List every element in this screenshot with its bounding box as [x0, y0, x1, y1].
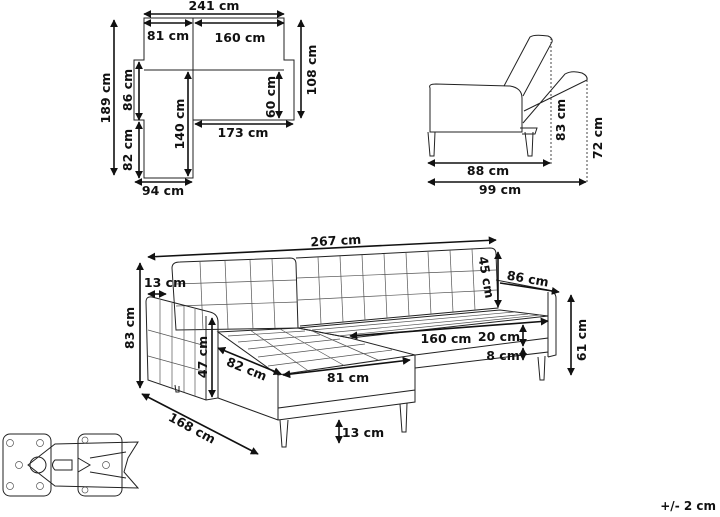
side-seat-depth-label: 88 cm — [467, 163, 509, 178]
persp-side-depth-label: 86 cm — [506, 268, 550, 290]
side-reclined-height-label: 72 cm — [590, 117, 605, 159]
top-armrest-depth-label: 86 cm — [120, 69, 135, 111]
perspective-sofa-diagram — [136, 236, 575, 455]
top-main-seat-width-label: 160 cm — [215, 30, 266, 45]
persp-seat-width-label: 160 cm — [421, 331, 472, 346]
top-view-diagram — [110, 10, 305, 186]
top-seat-depth-label: 60 cm — [263, 76, 278, 118]
top-chaise-ext-depth-label: 82 cm — [120, 129, 135, 171]
side-upright-height-label: 83 cm — [553, 99, 568, 141]
persp-cushion-height-label: 20 cm — [478, 329, 520, 344]
persp-chaise-length-label: 168 cm — [166, 409, 218, 446]
top-chaise-width-label: 81 cm — [147, 28, 189, 43]
persp-base-height-label: 8 cm — [486, 348, 519, 363]
top-total-depth-label: 189 cm — [98, 73, 113, 124]
persp-total-height-label: 83 cm — [122, 307, 137, 349]
top-chaise-inner-length-label: 140 cm — [172, 99, 187, 150]
top-main-depth-label: 108 cm — [304, 45, 319, 96]
top-total-width-label: 241 cm — [189, 0, 240, 13]
hinge-mechanism-icon — [2, 433, 140, 497]
persp-leg-height-label: 13 cm — [342, 425, 384, 440]
persp-backrest-height-label: 45 cm — [475, 255, 497, 299]
top-main-length-label: 173 cm — [218, 125, 269, 140]
side-view-diagram — [427, 34, 588, 186]
persp-total-length-label: 267 cm — [310, 232, 362, 250]
top-chaise-base-width-label: 94 cm — [142, 183, 184, 198]
persp-armrest-width-label: 13 cm — [144, 275, 186, 290]
persp-seat-height-label: 61 cm — [574, 319, 589, 361]
persp-chaise-width-label: 81 cm — [327, 370, 369, 385]
persp-chaise-depth-label: 82 cm — [224, 354, 269, 384]
persp-armrest-height-label: 47 cm — [195, 336, 210, 378]
tolerance-note: +/- 2 cm — [660, 499, 716, 513]
side-reclined-depth-label: 99 cm — [479, 182, 521, 197]
